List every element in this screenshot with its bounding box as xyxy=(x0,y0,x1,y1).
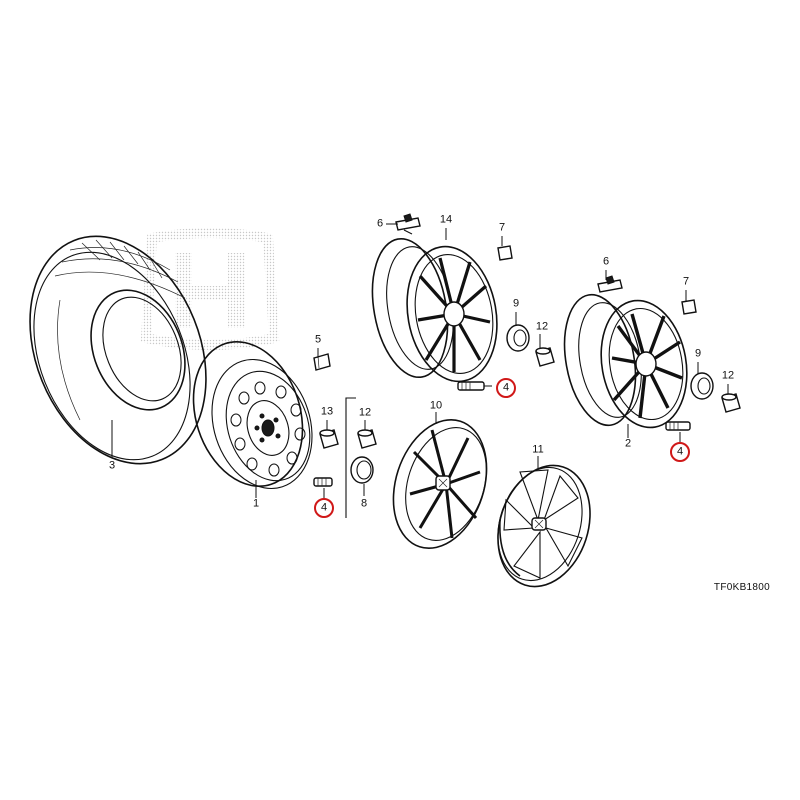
wheel-nut-steel xyxy=(319,429,339,449)
callout-7-middle: 7 xyxy=(498,221,506,234)
highlight-ring-4-left xyxy=(314,498,334,518)
callout-3: 3 xyxy=(108,459,116,472)
honda-logo-watermark xyxy=(140,228,280,350)
callout-4-left: 4 xyxy=(320,501,328,514)
callout-9-right: 9 xyxy=(694,347,702,360)
wheel-cover-a xyxy=(392,418,488,550)
callout-4-right: 4 xyxy=(676,445,684,458)
callout-1: 1 xyxy=(252,497,260,510)
center-cap-steel xyxy=(350,456,374,484)
callout-6-right: 6 xyxy=(602,255,610,268)
highlight-ring-4-right xyxy=(670,442,690,462)
wheel-nut-upper xyxy=(535,347,555,367)
callout-12-upper: 12 xyxy=(535,320,549,333)
callout-4-middle: 4 xyxy=(502,381,510,394)
tire xyxy=(29,235,207,465)
tpms-valve-stem-left xyxy=(313,477,333,487)
wheel-balance-weight-clip-a xyxy=(395,213,421,231)
wheel-balance-weight-clip-b xyxy=(597,275,623,293)
wheel-balance-weight xyxy=(313,353,331,371)
diagram-code: TF0KB1800 xyxy=(713,582,770,593)
tpms-valve-stem-middle xyxy=(457,381,485,391)
center-cap-alloy-b xyxy=(690,372,714,400)
callout-12-middle: 12 xyxy=(358,406,372,419)
alloy-wheel-a xyxy=(371,229,498,383)
wheel-nut-right xyxy=(721,393,741,413)
callout-2: 2 xyxy=(624,437,632,450)
wheel-nut-middle xyxy=(357,429,377,449)
callout-14: 14 xyxy=(439,213,453,226)
callout-10: 10 xyxy=(429,399,443,412)
callout-11: 11 xyxy=(532,443,544,456)
tpms-valve-stem-right xyxy=(665,421,691,431)
wheel-cover-b xyxy=(497,464,591,588)
alloy-wheel-b xyxy=(563,293,688,429)
center-cap-alloy-a xyxy=(506,324,530,352)
callout-12-right: 12 xyxy=(721,369,735,382)
steel-wheel xyxy=(192,341,313,490)
callout-9-middle: 9 xyxy=(512,297,520,310)
callout-5: 5 xyxy=(314,333,322,346)
leader-lines xyxy=(111,223,729,500)
callout-6-middle: 6 xyxy=(376,217,384,230)
wheel-balance-weight-small-a xyxy=(497,245,513,261)
callout-7-right: 7 xyxy=(682,275,690,288)
callout-8: 8 xyxy=(360,497,368,510)
highlight-ring-4-middle xyxy=(496,378,516,398)
callout-13: 13 xyxy=(320,405,334,418)
wheel-balance-weight-small-b xyxy=(681,299,697,315)
